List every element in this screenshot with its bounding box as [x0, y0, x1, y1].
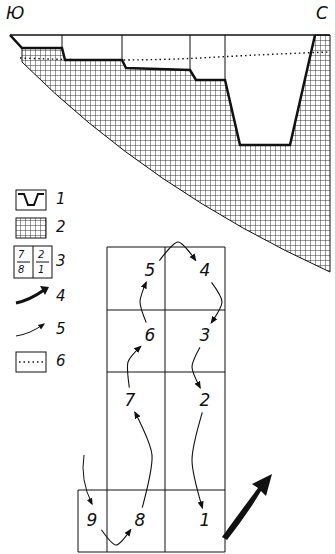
cross-section	[10, 35, 330, 272]
step-number: 1	[200, 511, 211, 530]
step-number: 3	[200, 326, 211, 345]
legend-number: 4	[56, 288, 66, 305]
step-cell-number: 8	[132, 509, 149, 532]
direction-letter: Ю	[6, 4, 24, 23]
sequence-arrow	[135, 412, 152, 507]
legend-samples	[14, 190, 52, 372]
sequence-arrow	[192, 347, 200, 387]
legend-sample-number: 2	[38, 249, 44, 260]
entry-arrow	[83, 455, 92, 504]
sequence-arrow	[128, 347, 141, 388]
legend-sample-number: 7	[18, 249, 24, 260]
legend-number: 2	[56, 219, 66, 236]
legend-number: 1	[56, 191, 66, 208]
direction-letter: С	[316, 4, 328, 23]
sequence-arrow	[101, 530, 130, 545]
step-number: 2	[200, 391, 211, 410]
step-cell-number: 2	[197, 389, 214, 412]
legend-number: 3	[56, 253, 66, 270]
scheme-grid	[78, 247, 225, 552]
thick-arrow	[222, 474, 272, 540]
step-cell-number: 7	[122, 389, 139, 412]
legend-sample-number: 8	[18, 264, 24, 275]
step-number: 4	[200, 261, 211, 280]
legend-number: 6	[56, 353, 66, 370]
step-cell-number: 1	[197, 509, 214, 532]
sequence-arrow	[140, 282, 146, 322]
step-number: 5	[145, 261, 156, 280]
step-cell-number: 5	[142, 259, 159, 282]
step-number: 7	[125, 391, 136, 410]
step-cell-number: 4	[197, 259, 214, 282]
legend-sample-number: 1	[38, 264, 44, 275]
legend-number: 5	[56, 321, 66, 338]
step-number: 9	[87, 511, 98, 530]
step-number: 6	[145, 326, 156, 345]
step-cell-number: 6	[142, 324, 159, 347]
step-number: 8	[135, 511, 146, 530]
sequence-arrow	[192, 412, 202, 507]
sequence-arrow	[211, 282, 222, 322]
step-cell-number: 9	[84, 509, 101, 532]
step-cell-number: 3	[197, 324, 214, 347]
sequence-arrow	[159, 242, 195, 261]
